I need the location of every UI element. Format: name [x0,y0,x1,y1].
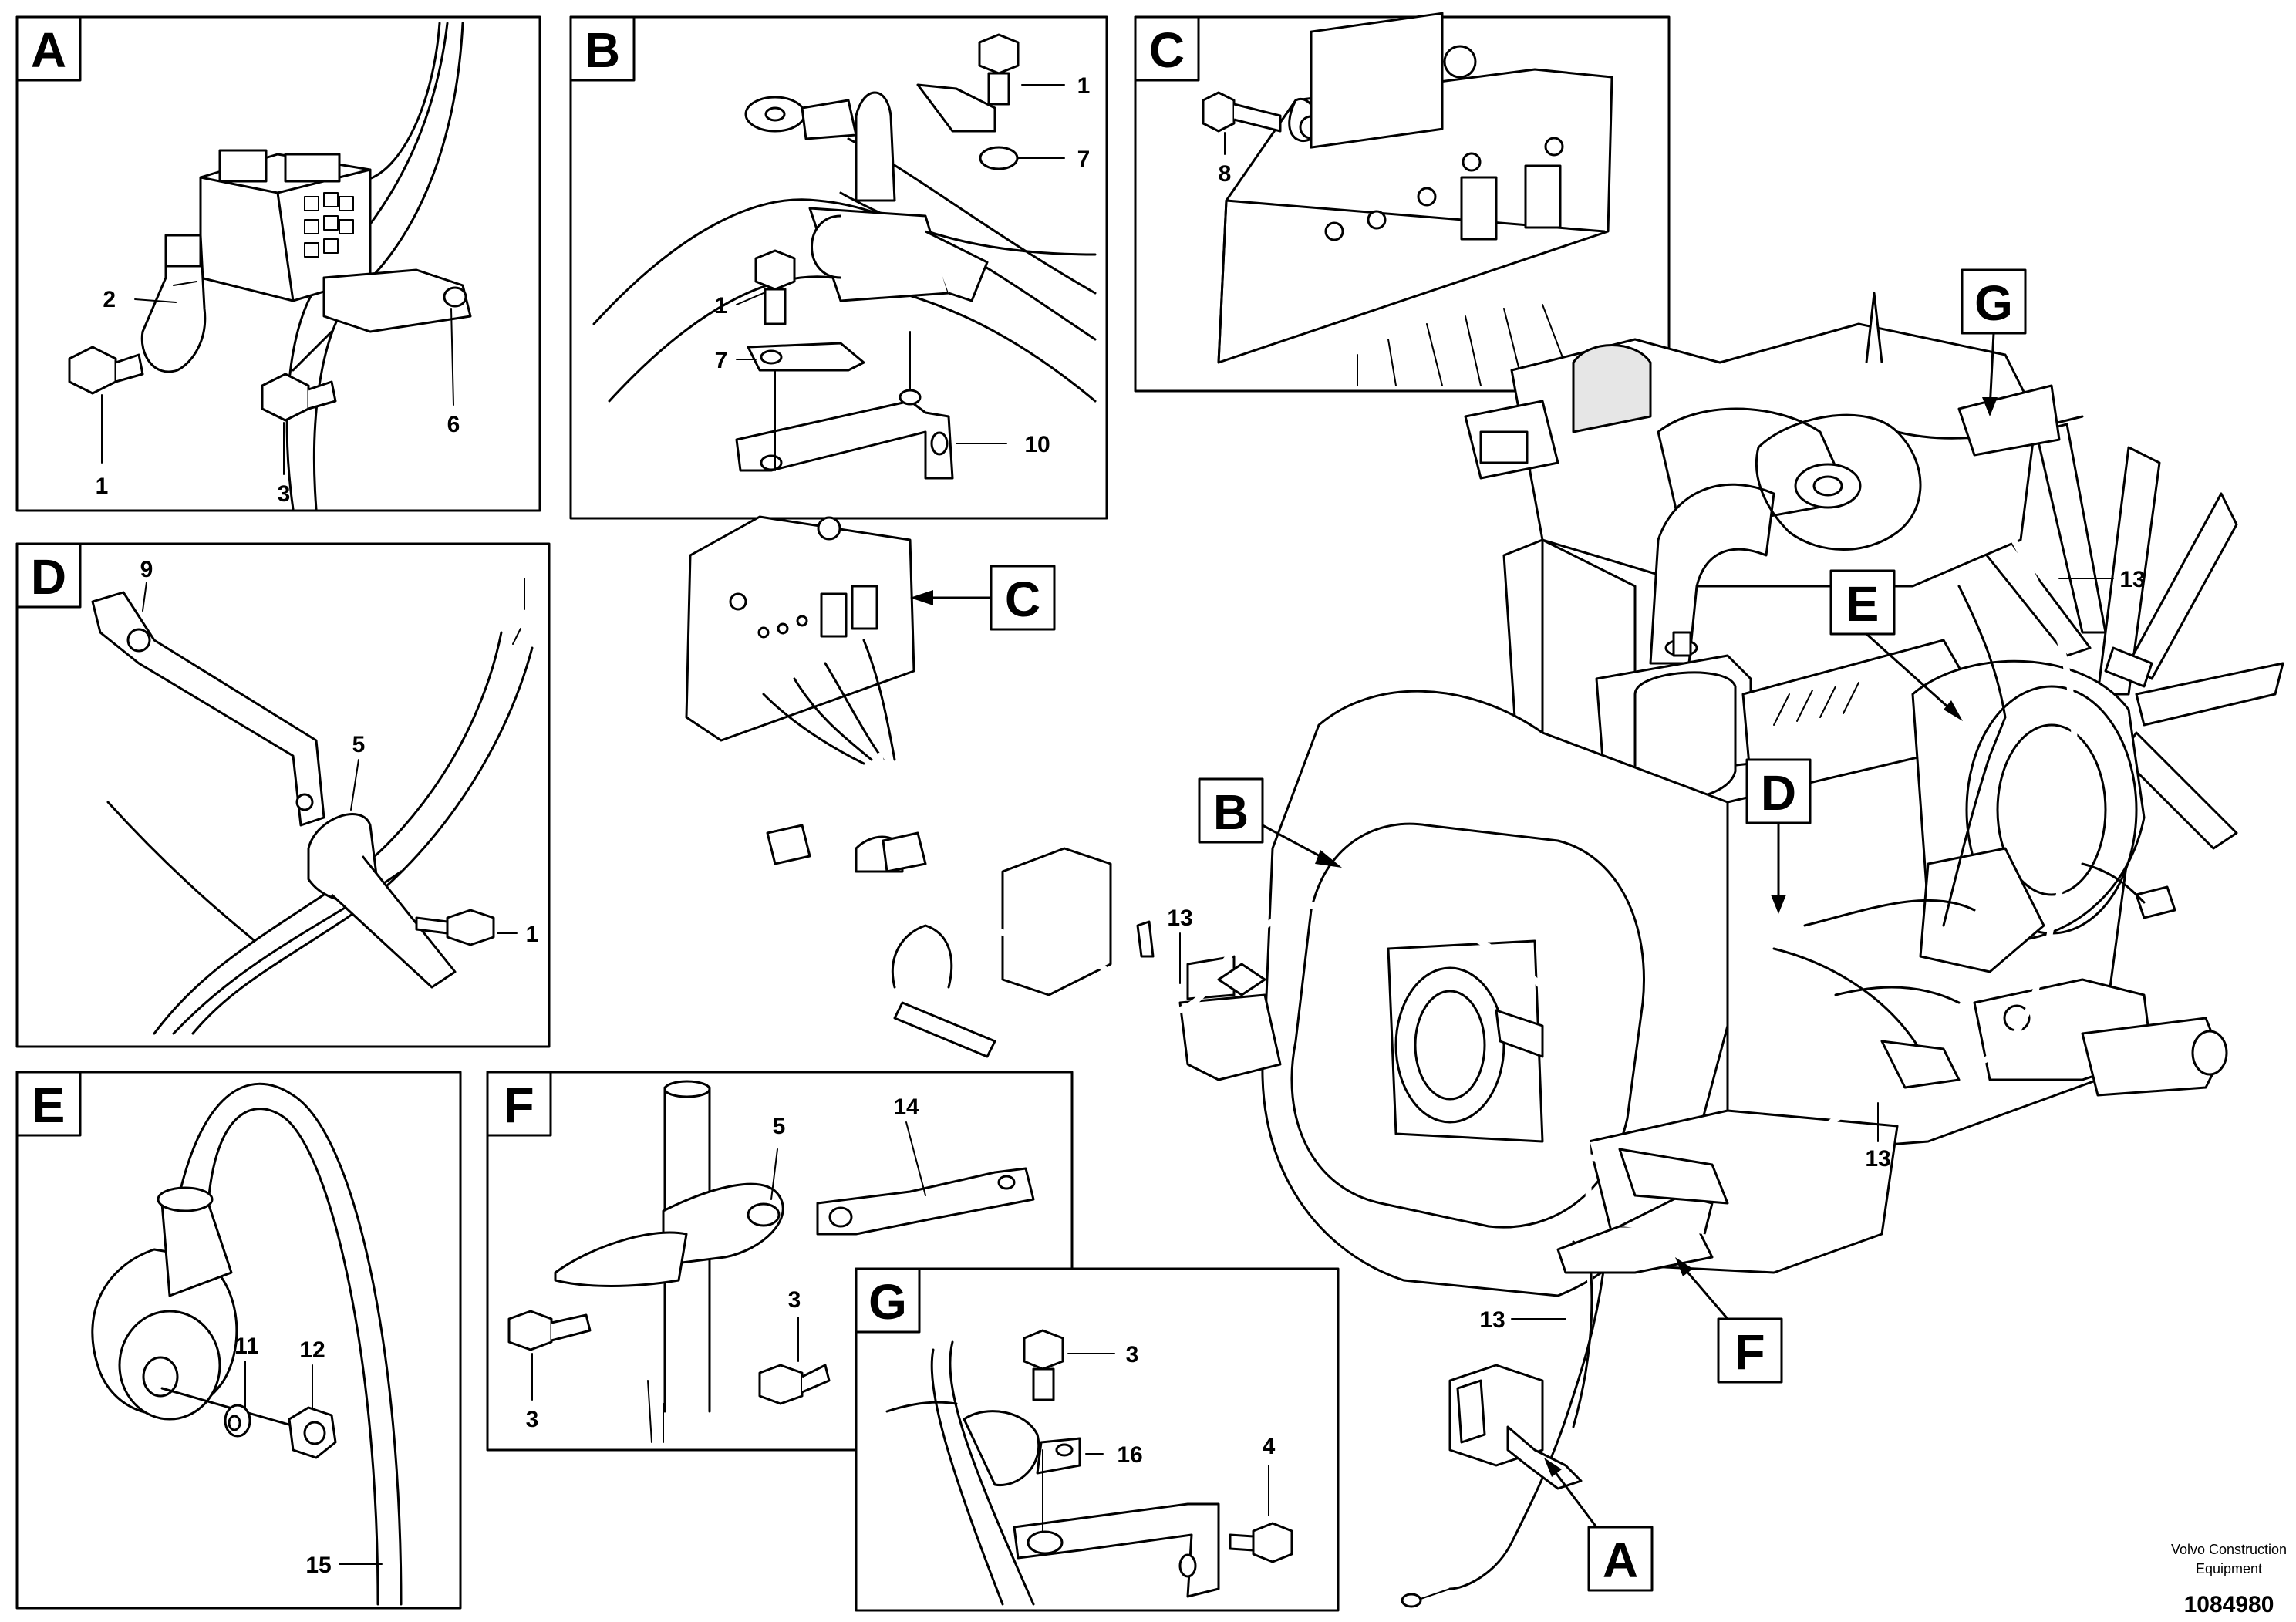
detail-panel-c: C 8 [1134,12,1671,393]
panel-f-part-3-left: 3 [526,1407,539,1432]
callout-e: E [1829,569,1963,721]
panel-d-part-1: 1 [526,922,539,947]
callout-f: F [1675,1257,1783,1384]
main-engine-assembly [685,292,2284,1608]
detail-panel-a: A [15,15,541,512]
detail-panel-b: B [569,15,1108,520]
panel-b-letter: B [585,22,620,78]
callout-g: G [1961,268,2027,416]
callout-e-letter: E [1846,576,1880,632]
panel-b-part-10: 10 [1024,432,1050,457]
panel-g-part-3: 3 [1126,1342,1139,1367]
panel-b-part-7-upper: 7 [1077,147,1091,172]
panel-d-part-9: 9 [140,557,153,582]
panel-b-part-1-lower: 1 [715,293,728,319]
panel-a-part-1: 1 [96,474,109,499]
panel-g-part-4: 4 [1263,1434,1276,1459]
bolt-1-icon [68,346,144,395]
detail-panel-g: G 3 16 4 [855,1267,1340,1612]
main-part-13-harness-bottom: 13 [1479,1307,1505,1333]
callout-b: B [1198,777,1342,868]
panel-f-part-3-right: 3 [788,1287,801,1313]
callout-a: A [1544,1458,1654,1592]
panel-c-part-8: 8 [1219,161,1232,187]
bolt-3-icon [261,373,337,422]
main-part-13-harness-left: 13 [1167,905,1192,931]
main-part-labels: 13 13 13 13 [1167,567,2145,1333]
panel-g-letter: G [868,1274,907,1330]
panel-e-letter: E [32,1077,66,1133]
panel-f-part-14: 14 [893,1094,919,1120]
panel-a-part-6: 6 [447,412,460,437]
panel-a-part-2: 2 [103,287,116,312]
bolt-3-icon [758,1364,831,1405]
panel-e-part-15: 15 [305,1553,331,1578]
panel-d-part-5: 5 [352,732,366,757]
callout-a-letter: A [1603,1533,1638,1588]
callout-d-letter: D [1761,765,1796,821]
panel-a-part-3: 3 [278,481,291,507]
panel-e-part-11: 11 [234,1334,259,1359]
callout-f-letter: F [1735,1324,1765,1380]
main-part-13-harness-top: 13 [2119,567,2145,592]
callout-d: D [1745,758,1812,914]
callout-c: C [910,565,1056,631]
company-name-line1: Volvo Construction [2171,1542,2287,1557]
panel-b-part-1-upper: 1 [1077,73,1091,99]
main-part-13-harness-right: 13 [1865,1146,1890,1172]
callout-b-letter: B [1213,784,1249,840]
panel-f-part-5: 5 [773,1114,786,1139]
callout-c-letter: C [1005,572,1040,627]
panel-g-part-16: 16 [1117,1442,1142,1468]
panel-c-letter: C [1149,22,1185,78]
panel-d-letter: D [31,549,66,605]
panel-e-part-12: 12 [299,1337,325,1363]
document-number: 1084980 [2184,1592,2274,1617]
callout-g-letter: G [1974,275,2013,331]
bolt-3-icon [507,1310,592,1351]
company-name-line2: Equipment [2196,1561,2262,1576]
panel-b-part-7-lower: 7 [715,348,728,373]
panel-f-letter: F [504,1077,534,1133]
detail-panel-e: E 11 12 15 [15,1071,462,1610]
detail-panel-d: D 9 5 1 [15,542,551,1048]
footer: Volvo Construction Equipment 1084980 [2171,1542,2287,1617]
panel-a-letter: A [31,22,66,78]
detail-panel-f: F 5 14 3 3 [486,1071,1074,1452]
